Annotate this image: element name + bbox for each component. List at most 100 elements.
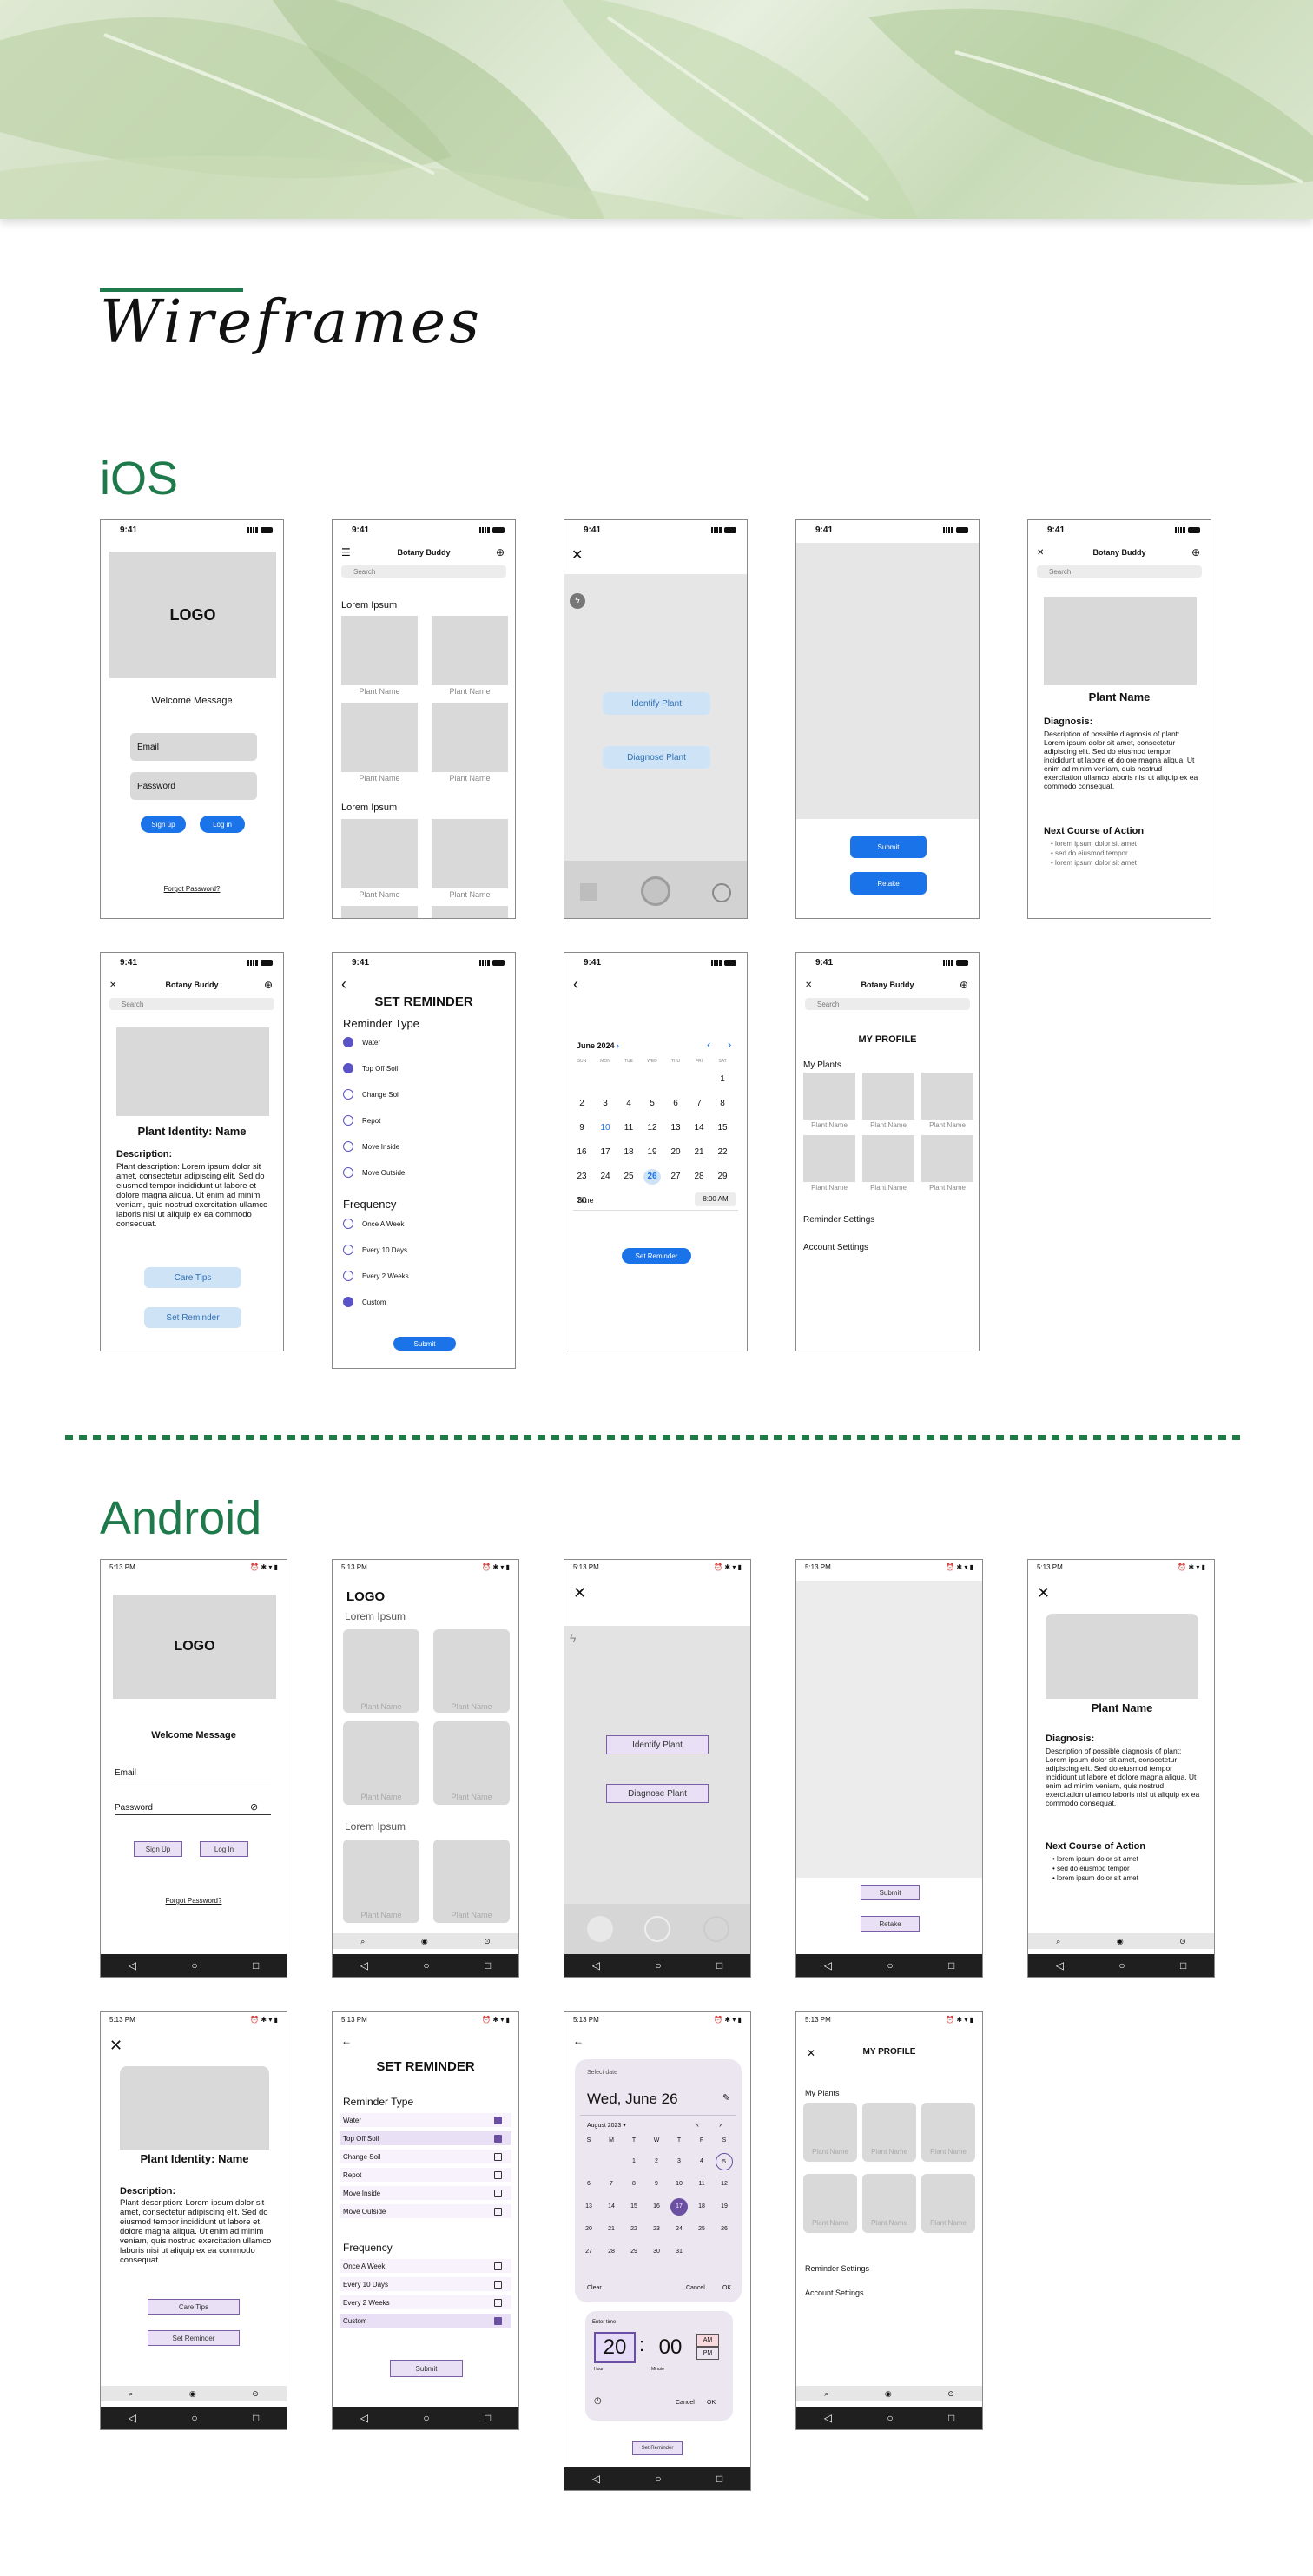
shutter-button[interactable] [641, 876, 670, 906]
home-nav-icon[interactable]: ○ [655, 1959, 662, 1972]
plant-image[interactable] [432, 906, 508, 918]
profile-icon[interactable]: ◉ [1116, 1936, 1124, 1945]
reminder-radio[interactable] [343, 1141, 353, 1152]
edit-icon[interactable]: ✎ [722, 2093, 731, 2104]
calendar-day[interactable]: 29 [630, 2249, 637, 2255]
plant-image[interactable] [341, 906, 418, 918]
calendar-day[interactable]: 28 [608, 2249, 615, 2255]
reminder-checkbox[interactable] [494, 2208, 502, 2216]
flash-icon[interactable]: ϟ [570, 1631, 577, 1645]
calendar-day[interactable]: 27 [670, 1172, 681, 1181]
shutter-button[interactable] [644, 1916, 670, 1942]
search-input[interactable]: Search [341, 565, 506, 578]
reminder-option-row[interactable]: Change Soil [340, 2150, 511, 2163]
forgot-password-link[interactable]: Forgot Password? [165, 1897, 222, 1905]
calendar-day[interactable]: 27 [585, 2249, 592, 2255]
reminder-option-row[interactable]: Top Off Soil [340, 2131, 511, 2145]
profile-icon[interactable]: ◉ [188, 2388, 196, 2398]
recents-nav-icon[interactable]: □ [948, 1959, 955, 1972]
hour-input[interactable]: 20 [594, 2332, 636, 2363]
diagnose-plant-button[interactable]: Diagnose Plant [603, 746, 710, 769]
close-icon[interactable]: ✕ [805, 981, 813, 990]
plant-image[interactable] [341, 703, 418, 772]
identify-plant-button[interactable]: Identify Plant [606, 1735, 709, 1754]
plant-image[interactable] [341, 819, 418, 888]
reminder-radio[interactable] [343, 1063, 353, 1073]
back-nav-icon[interactable]: ◁ [360, 1959, 368, 1972]
frequency-option-row[interactable]: Custom [340, 2314, 511, 2328]
frequency-option-row[interactable]: Once A Week [340, 2259, 511, 2273]
back-nav-icon[interactable]: ◁ [128, 1959, 136, 1972]
log-in-button[interactable]: Log in [200, 816, 245, 833]
plant-thumb[interactable] [921, 1135, 973, 1182]
submit-button[interactable]: Submit [390, 2360, 463, 2377]
profile-icon[interactable]: ◉ [420, 1936, 428, 1945]
home-nav-icon[interactable]: ○ [1118, 1959, 1125, 1972]
home-nav-icon[interactable]: ○ [191, 1959, 198, 1972]
plant-thumb[interactable] [803, 1073, 855, 1120]
calendar-day[interactable]: 31 [676, 2249, 683, 2255]
clear-button[interactable]: Clear [587, 2285, 602, 2291]
log-in-button[interactable]: Log In [200, 1841, 248, 1857]
recents-nav-icon[interactable]: □ [485, 1959, 492, 1972]
reminder-checkbox[interactable] [494, 2153, 502, 2161]
search-icon[interactable]: ⌕ [360, 1936, 366, 1945]
calendar-day[interactable]: 26 [721, 2226, 728, 2232]
calendar-day[interactable]: 28 [694, 1172, 704, 1181]
recents-nav-icon[interactable]: □ [716, 1959, 723, 1972]
calendar-day[interactable]: 8 [720, 1099, 725, 1108]
frequency-checkbox[interactable] [494, 2281, 502, 2289]
reminder-option-row[interactable]: Move Inside [340, 2186, 511, 2200]
close-icon[interactable]: ✕ [807, 2047, 816, 2059]
calendar-day[interactable]: 6 [673, 1099, 678, 1108]
frequency-checkbox[interactable] [494, 2317, 502, 2325]
recents-nav-icon[interactable]: □ [253, 2412, 260, 2424]
reminder-option-row[interactable]: Water [340, 2113, 511, 2127]
plant-thumb[interactable] [862, 2174, 916, 2233]
flash-icon[interactable]: ϟ [570, 593, 585, 609]
frequency-radio[interactable] [343, 1219, 353, 1229]
close-icon[interactable]: ✕ [573, 1584, 587, 1602]
calendar-day[interactable]: 15 [717, 1123, 728, 1133]
calendar-day[interactable]: 17 [600, 1147, 610, 1157]
submit-button[interactable]: Submit [850, 836, 927, 858]
home-nav-icon[interactable]: ○ [191, 2412, 198, 2424]
set-reminder-button[interactable]: Set Reminder [622, 1248, 691, 1264]
reminder-settings-link[interactable]: Reminder Settings [805, 2264, 870, 2273]
care-tips-button[interactable]: Care Tips [144, 1267, 241, 1288]
calendar-day[interactable]: 18 [624, 1147, 634, 1157]
retake-button[interactable]: Retake [850, 872, 927, 895]
calendar-day[interactable]: 12 [647, 1123, 657, 1133]
next-month-icon[interactable]: › [728, 1038, 732, 1051]
plant-card[interactable] [433, 1840, 510, 1923]
diagnose-plant-button[interactable]: Diagnose Plant [606, 1784, 709, 1803]
time-value[interactable]: 8:00 AM [695, 1192, 736, 1206]
close-icon[interactable]: ✕ [109, 2037, 123, 2054]
search-icon[interactable]: ⌕ [824, 2388, 829, 2398]
calendar-day[interactable]: 25 [698, 2226, 705, 2232]
calendar-day[interactable]: 17 [670, 2198, 688, 2216]
camera-icon[interactable]: ⊙ [484, 1936, 491, 1945]
care-tips-button[interactable]: Care Tips [148, 2299, 240, 2315]
plant-thumb[interactable] [862, 2103, 916, 2162]
home-nav-icon[interactable]: ○ [423, 2412, 430, 2424]
plant-thumb[interactable] [921, 1073, 973, 1120]
calendar-day[interactable]: 24 [600, 1172, 610, 1181]
forgot-password-link[interactable]: Forgot Password? [163, 885, 221, 893]
reminder-radio[interactable] [343, 1167, 353, 1178]
calendar-day[interactable]: 30 [653, 2249, 660, 2255]
plant-card[interactable] [433, 1721, 510, 1805]
plant-image[interactable] [432, 703, 508, 772]
profile-icon[interactable]: ⊕ [495, 546, 505, 558]
calendar-day[interactable]: 26 [643, 1169, 661, 1185]
calendar-day[interactable]: 1 [720, 1074, 725, 1084]
frequency-radio[interactable] [343, 1297, 353, 1307]
back-nav-icon[interactable]: ◁ [1055, 1959, 1064, 1972]
calendar-day[interactable]: 19 [721, 2203, 728, 2209]
set-reminder-button[interactable]: Set Reminder [632, 2441, 683, 2455]
home-nav-icon[interactable]: ○ [655, 2473, 662, 2485]
calendar-day[interactable]: 11 [624, 1123, 634, 1133]
plant-thumb[interactable] [862, 1073, 914, 1120]
calendar-day[interactable]: 1 [632, 2158, 636, 2164]
plant-thumb[interactable] [921, 2103, 975, 2162]
